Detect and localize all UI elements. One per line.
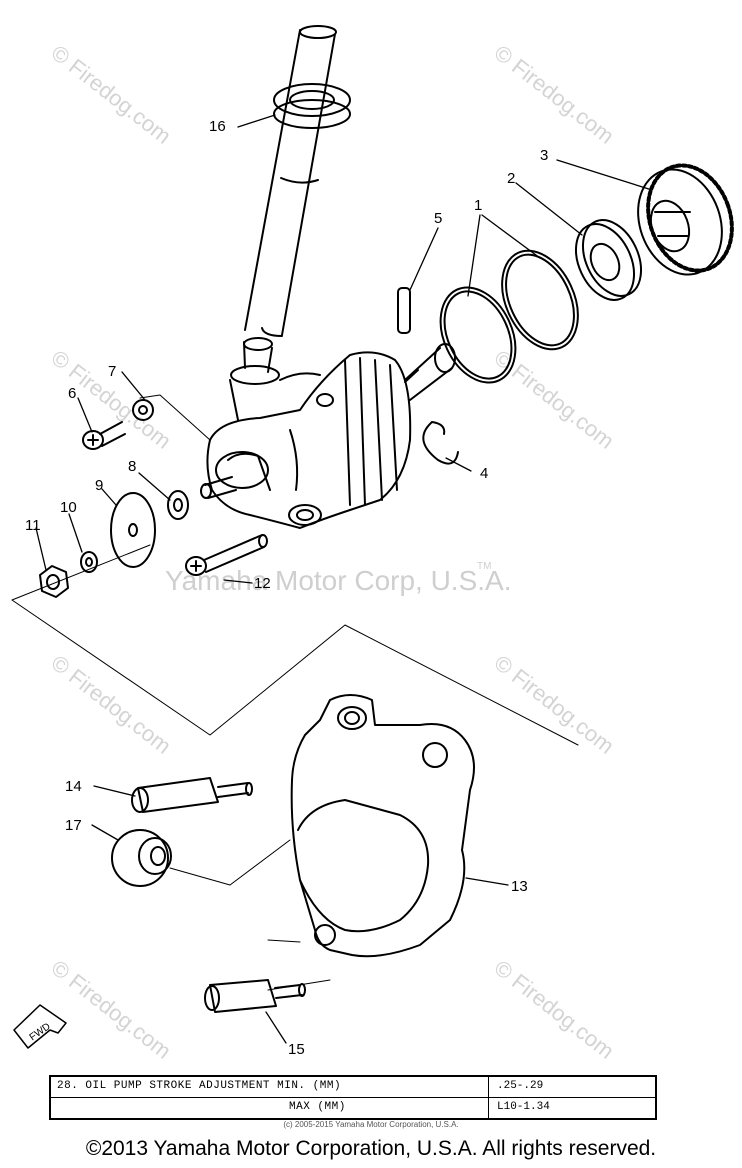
spec-min-value: .25-.29 bbox=[497, 1080, 544, 1092]
callout-3: 3 bbox=[540, 147, 548, 164]
leader-lines bbox=[35, 114, 653, 1044]
plate-part-9 bbox=[110, 492, 156, 568]
nut-part-11 bbox=[39, 565, 69, 598]
standoff-part-15 bbox=[204, 979, 306, 1013]
callout-12: 12 bbox=[254, 575, 271, 592]
spec-max-value: L10-1.34 bbox=[497, 1101, 550, 1113]
callout-11: 11 bbox=[25, 517, 41, 534]
spec-divider bbox=[488, 1077, 489, 1118]
spec-min-label: 28. OIL PUMP STROKE ADJUSTMENT MIN. (MM) bbox=[57, 1080, 342, 1092]
callout-16: 16 bbox=[209, 118, 226, 135]
spec-row-max: MAX (MM) L10-1.34 bbox=[51, 1098, 655, 1118]
callout-1: 1 bbox=[474, 197, 482, 214]
gear-part-3 bbox=[637, 163, 734, 276]
callout-5: 5 bbox=[434, 210, 442, 227]
fwd-arrow-icon bbox=[13, 1004, 67, 1049]
o-ring-part-1 bbox=[439, 249, 579, 384]
spec-row-min: 28. OIL PUMP STROKE ADJUSTMENT MIN. (MM)… bbox=[51, 1077, 655, 1098]
footer-copyright: ©2013 Yamaha Motor Corporation, U.S.A. A… bbox=[85, 1137, 657, 1160]
bolt-part-12 bbox=[185, 534, 268, 576]
standoff-part-14 bbox=[131, 777, 253, 813]
callout-7: 7 bbox=[108, 363, 116, 380]
pin-part-5 bbox=[397, 287, 411, 334]
cover-part-13 bbox=[290, 694, 475, 958]
grommet-part-17 bbox=[111, 829, 172, 887]
screw-part-6 bbox=[82, 421, 126, 450]
callout-17: 17 bbox=[65, 817, 82, 834]
pump-shaft bbox=[404, 343, 456, 401]
oil-pump-body bbox=[206, 351, 412, 529]
circlip-part-4 bbox=[422, 421, 459, 465]
callout-9: 9 bbox=[95, 477, 103, 494]
bearing-part-2 bbox=[574, 219, 643, 301]
washer-part-7 bbox=[132, 399, 154, 421]
callout-14: 14 bbox=[65, 778, 82, 795]
corp-watermark: Yamaha Motor Corp, U.S.A. bbox=[165, 565, 512, 596]
hose-part-16 bbox=[244, 25, 351, 337]
callout-13: 13 bbox=[511, 878, 528, 895]
callout-15: 15 bbox=[288, 1041, 305, 1058]
washer-part-8 bbox=[167, 490, 189, 520]
callout-6: 6 bbox=[68, 385, 76, 402]
trademark-mark: TM bbox=[477, 561, 492, 572]
pump-nipple bbox=[229, 337, 280, 421]
callout-4: 4 bbox=[480, 465, 488, 482]
small-copyright: (c) 2005-2015 Yamaha Motor Corporation, … bbox=[283, 1120, 459, 1129]
lockwasher-part-10 bbox=[80, 551, 98, 573]
fwd-label: FWD bbox=[28, 1021, 53, 1043]
callout-2: 2 bbox=[507, 170, 515, 187]
spec-max-label: MAX (MM) bbox=[289, 1101, 346, 1113]
callout-8: 8 bbox=[128, 458, 136, 475]
callout-10: 10 bbox=[60, 499, 77, 516]
spec-table: 28. OIL PUMP STROKE ADJUSTMENT MIN. (MM)… bbox=[49, 1075, 657, 1120]
adjust-stud bbox=[200, 476, 237, 499]
